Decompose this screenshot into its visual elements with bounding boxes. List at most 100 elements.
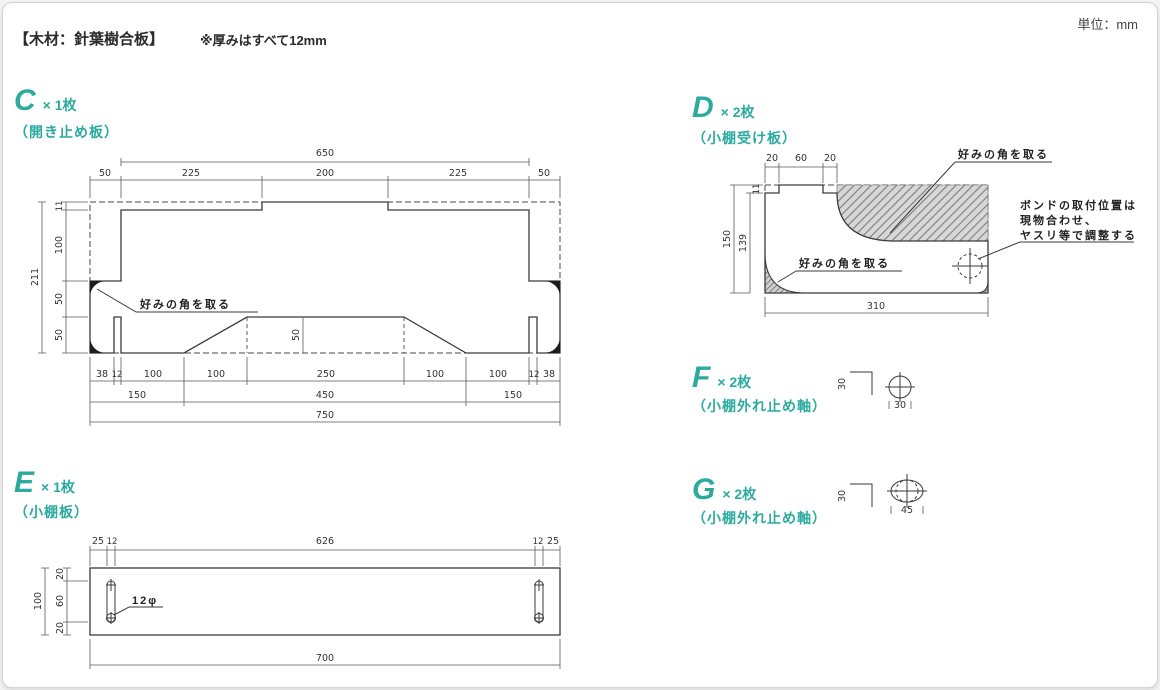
part-e-outline bbox=[89, 567, 561, 636]
dim-label: 12 bbox=[107, 537, 118, 547]
part-c-dim-bottom1-lines bbox=[89, 357, 561, 385]
part-g-square-bracket bbox=[850, 483, 873, 507]
dim-label: 60 bbox=[55, 595, 66, 607]
dim-label: 100 bbox=[426, 369, 444, 380]
part-d-note-right-leader bbox=[977, 241, 1134, 260]
part-f-label: F × 2枚 bbox=[692, 361, 751, 395]
part-f-letter: F bbox=[692, 361, 711, 394]
dim-label: 11 bbox=[752, 184, 762, 195]
part-d-name: （小棚受け板） bbox=[692, 130, 797, 146]
dim-label: 626 bbox=[316, 536, 334, 547]
part-c-count: × 1枚 bbox=[42, 97, 77, 113]
dim-label: 11 bbox=[55, 201, 65, 212]
part-d-axle-hole-mark bbox=[952, 248, 988, 284]
part-c-dim-left-total-lines bbox=[38, 201, 46, 354]
part-c-dim-top-row-lines bbox=[89, 176, 561, 198]
part-d-hatch-top-right bbox=[836, 184, 989, 242]
dim-label: 38 bbox=[96, 369, 108, 380]
part-c-dim-bottom2-lines bbox=[89, 385, 561, 406]
part-f-axle-end-view bbox=[885, 372, 915, 402]
part-c-letter: C bbox=[14, 84, 36, 117]
part-g-count: × 2枚 bbox=[722, 486, 757, 502]
part-f-dim-width-ticks bbox=[888, 401, 912, 409]
dim-label: 50 bbox=[538, 168, 550, 179]
part-d-note-corner-leader bbox=[777, 270, 902, 283]
dim-label: 100 bbox=[207, 369, 225, 380]
dim-label: 100 bbox=[33, 592, 44, 610]
dim-label: 310 bbox=[867, 301, 885, 312]
dim-label: 100 bbox=[489, 369, 507, 380]
part-c-label: C × 1枚 bbox=[14, 84, 77, 118]
dim-label: 100 bbox=[54, 236, 65, 254]
part-e-slot-center-marks bbox=[106, 579, 544, 624]
dim-label: 20 bbox=[824, 153, 836, 164]
part-e-slot-note-leader bbox=[113, 606, 163, 616]
dim-label: 650 bbox=[316, 148, 334, 159]
dim-label: 225 bbox=[449, 168, 467, 179]
part-d-dim-top-lines bbox=[764, 163, 838, 183]
part-e-slot-note: 12φ bbox=[132, 595, 158, 607]
part-c-dim-left-row-lines bbox=[62, 201, 88, 354]
dim-label: 30 bbox=[837, 378, 848, 390]
part-e-letter: E bbox=[14, 466, 35, 499]
part-e-dim-left-row-lines bbox=[63, 567, 88, 636]
part-g-name: （小棚外れ止め軸） bbox=[692, 510, 827, 526]
part-d-note-corner: 好みの角を取る bbox=[798, 256, 890, 270]
dim-label: 250 bbox=[317, 369, 335, 380]
dim-label: 200 bbox=[316, 168, 334, 179]
dim-label: 50 bbox=[291, 329, 302, 341]
part-g-label: G × 2枚 bbox=[692, 473, 756, 507]
dim-label: 450 bbox=[316, 390, 334, 401]
part-g-dim-width-ticks bbox=[890, 506, 924, 514]
dim-label: 139 bbox=[738, 234, 749, 252]
dim-label: 150 bbox=[504, 390, 522, 401]
part-e-dim-top-lines bbox=[89, 546, 561, 566]
part-e-label: E × 1枚 bbox=[14, 466, 75, 500]
dim-label: 12 bbox=[529, 370, 540, 380]
dim-label: 30 bbox=[894, 400, 906, 411]
dim-label: 12 bbox=[112, 370, 123, 380]
dim-label: 150 bbox=[722, 230, 733, 248]
part-d-label: D × 2枚 bbox=[692, 91, 755, 125]
dim-label: 225 bbox=[182, 168, 200, 179]
part-d-note-top-leader bbox=[889, 161, 1052, 234]
part-d-note-right-line1: ボンドの取付位置は bbox=[1020, 198, 1137, 212]
part-c-drawing: 650 50 225 200 225 50 211 11 100 50 50 5… bbox=[30, 148, 561, 426]
part-f-name: （小棚外れ止め軸） bbox=[692, 398, 827, 414]
part-g-axle-end-view bbox=[887, 474, 927, 508]
dim-label: 750 bbox=[316, 410, 334, 421]
dim-label: 12 bbox=[533, 537, 544, 547]
thickness-note: ※厚みはすべて12mm bbox=[200, 33, 327, 48]
part-c-dim-top-total-lines bbox=[120, 158, 530, 166]
part-e-name: （小棚板） bbox=[14, 504, 89, 520]
part-c-blank-outline bbox=[89, 201, 561, 354]
part-f-square-bracket bbox=[850, 371, 873, 395]
part-f-count: × 2枚 bbox=[717, 374, 752, 390]
part-c-outline bbox=[89, 201, 561, 354]
part-d-drawing: 20 60 20 150 139 11 310 好みの角を取る 好みの角を取る … bbox=[722, 147, 1137, 317]
part-c-note: 好みの角を取る bbox=[139, 297, 231, 311]
part-d-count: × 2枚 bbox=[720, 104, 755, 120]
dim-label: 700 bbox=[316, 653, 334, 664]
part-f-drawing: 30 30 bbox=[837, 371, 915, 411]
part-g-letter: G bbox=[692, 473, 716, 506]
dim-label: 45 bbox=[901, 505, 913, 516]
part-e-count: × 1枚 bbox=[41, 479, 75, 495]
dim-label: 100 bbox=[144, 369, 162, 380]
part-c-note-leader bbox=[96, 288, 258, 313]
part-d-fillet-curves bbox=[764, 252, 989, 294]
dim-label: 20 bbox=[766, 153, 778, 164]
part-d-note-right-line2: 現物合わせ、 bbox=[1020, 213, 1098, 227]
part-d-outline bbox=[764, 184, 989, 294]
part-d-letter: D bbox=[692, 91, 714, 124]
dim-label: 30 bbox=[837, 490, 848, 502]
part-e-dim-left-total-lines bbox=[41, 567, 49, 636]
part-c-name: （開き止め板） bbox=[14, 124, 119, 140]
dim-label: 211 bbox=[30, 268, 41, 286]
dim-label: 20 bbox=[55, 568, 66, 580]
dim-label: 50 bbox=[99, 168, 111, 179]
part-d-dim-left-lines bbox=[730, 184, 763, 294]
material-title: 【木材：針葉樹合板】 bbox=[14, 31, 165, 48]
dim-label: 60 bbox=[795, 153, 807, 164]
